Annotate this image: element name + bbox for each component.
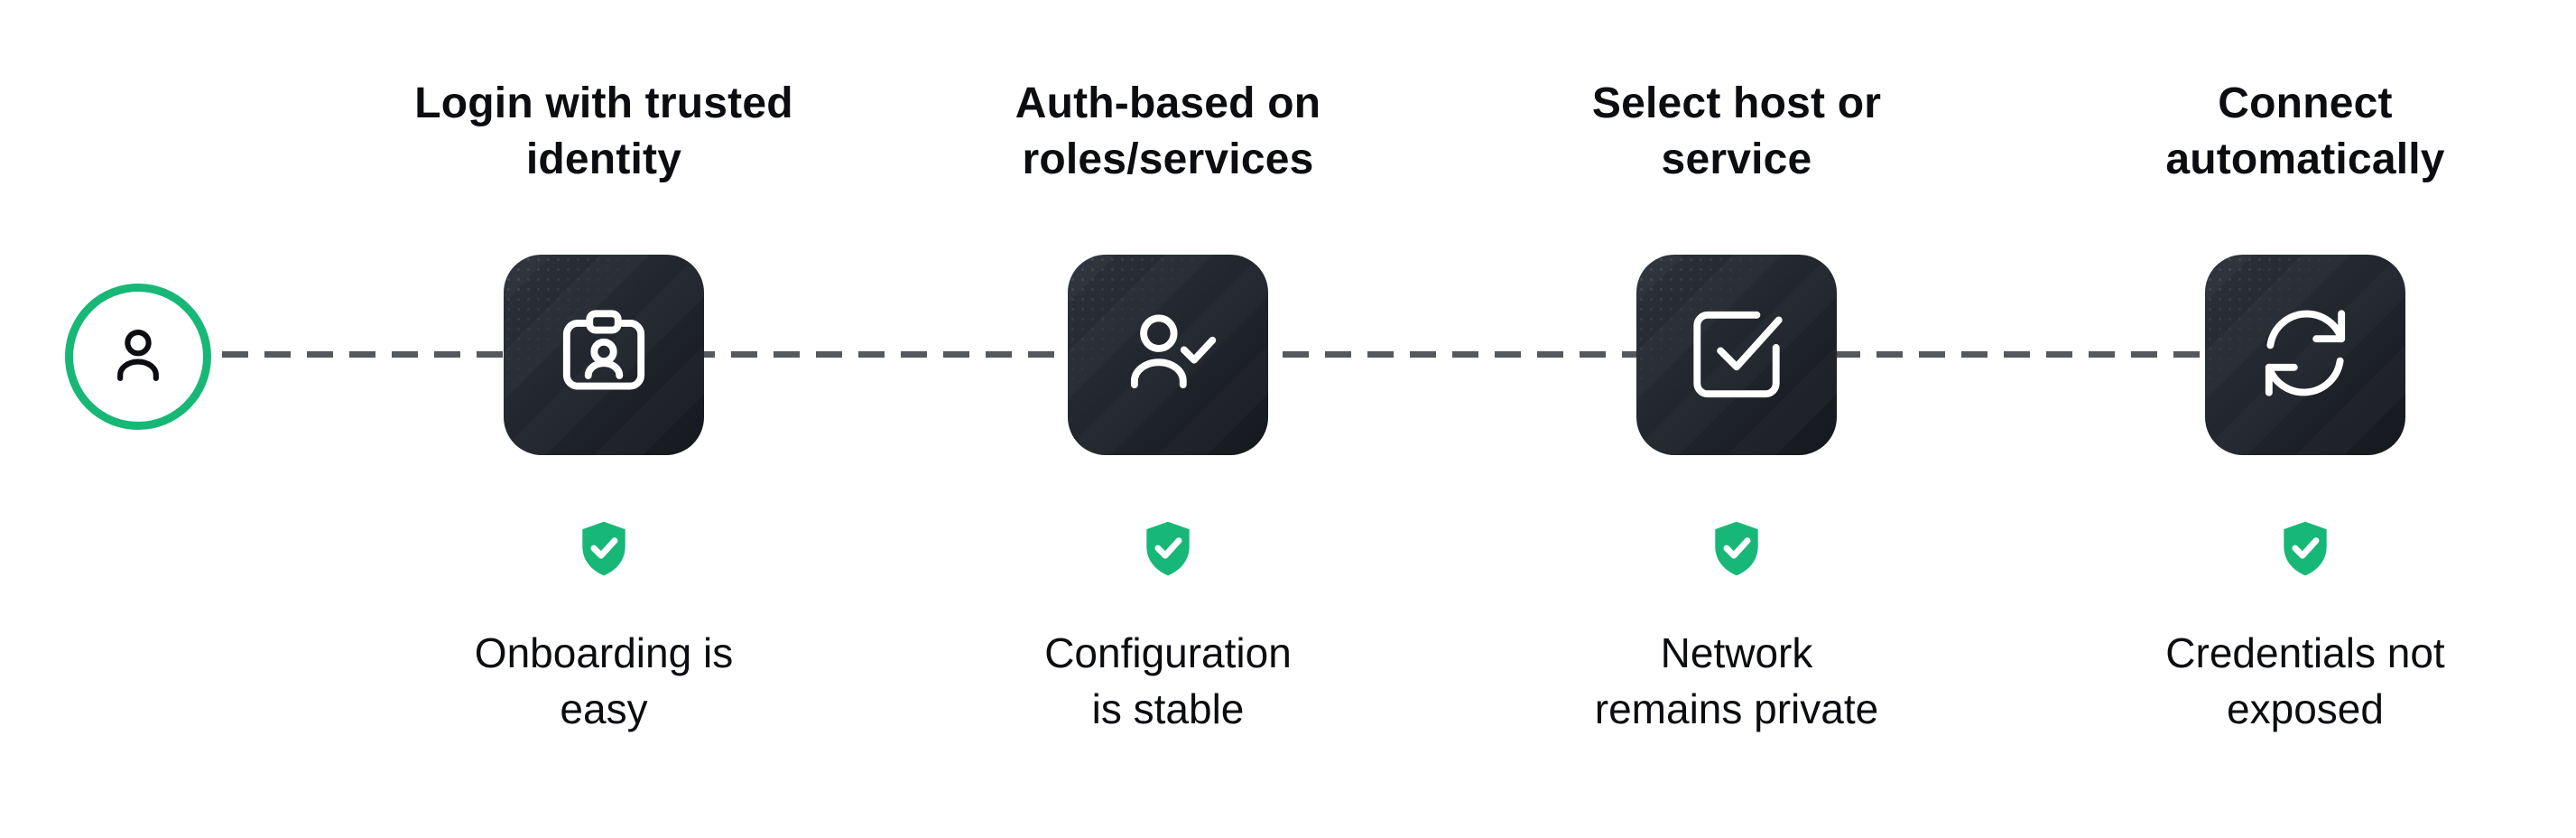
- shield-check-icon: [351, 511, 857, 587]
- shield-check-icon: [1484, 511, 1989, 587]
- step-tile: [2205, 255, 2405, 455]
- step-benefit: Onboarding is easy: [474, 629, 734, 732]
- step-auth: Auth-based on roles/services Configurati…: [915, 0, 1421, 838]
- user-check-icon: [1113, 298, 1223, 413]
- step-connect: Connect automatically Credentials not ex…: [2052, 0, 2558, 838]
- shield-check-icon: [2052, 511, 2558, 587]
- step-benefit: Network remains private: [1594, 629, 1879, 732]
- step-title: Select host or service: [1591, 79, 1882, 183]
- step-title: Auth-based on roles/services: [1015, 79, 1321, 183]
- step-title: Connect automatically: [2165, 79, 2445, 183]
- step-select: Select host or service Network remains p…: [1484, 0, 1989, 838]
- step-title: Login with trusted identity: [414, 79, 793, 183]
- step-benefit: Configuration is stable: [1044, 629, 1292, 732]
- checkbox-check-icon: [1682, 298, 1792, 413]
- step-benefit: Credentials not exposed: [2165, 629, 2445, 732]
- start-user-circle: [65, 284, 211, 430]
- step-login: Login with trusted identity Onboarding i…: [351, 0, 857, 838]
- id-badge-icon: [549, 298, 659, 413]
- step-tile: [1636, 255, 1837, 455]
- sync-arrows-icon: [2250, 298, 2360, 413]
- step-tile: [1068, 255, 1268, 455]
- user-icon: [101, 318, 175, 396]
- step-tile: [504, 255, 704, 455]
- shield-check-icon: [915, 511, 1421, 587]
